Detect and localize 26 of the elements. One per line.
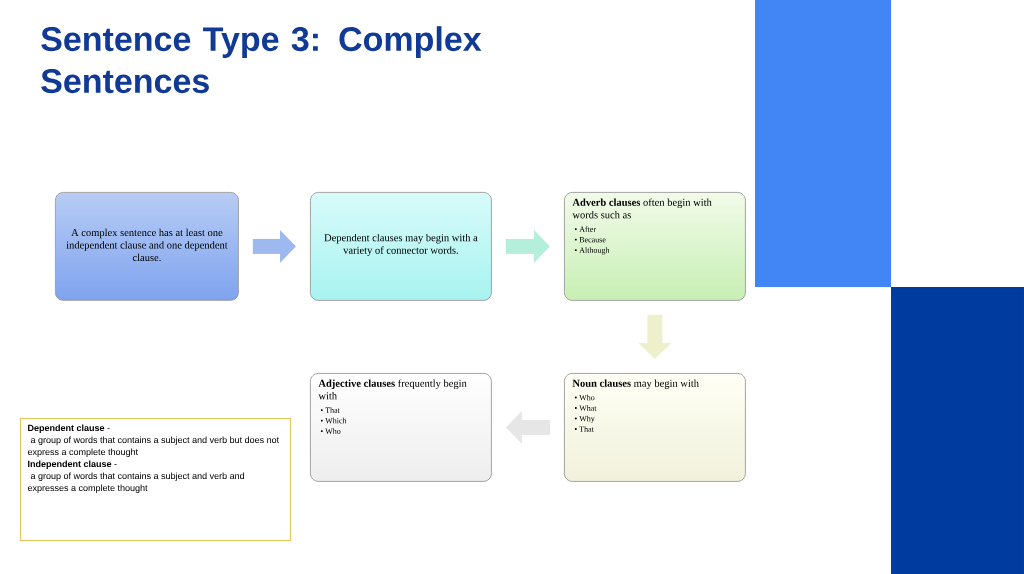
bullet-item: • What xyxy=(574,405,597,411)
definition: a group of words that contains a subject and verb but does not express a complete thought xyxy=(27,436,280,457)
box-text: A complex sentence has at least one independent clause and one dependent clause. xyxy=(66,228,228,262)
bullet-item: • Because xyxy=(574,237,606,243)
definition-box xyxy=(20,418,291,541)
bullet-item: • That xyxy=(574,426,594,432)
title: Sentence Type 3: Complex Sentences xyxy=(41,26,482,94)
bullet-item: • That xyxy=(320,407,340,413)
bullet-item: • Which xyxy=(320,417,347,424)
box-heading: Noun clauses may begin with xyxy=(572,379,699,389)
bullet-item: • Who xyxy=(574,394,595,401)
term: Independent clause - xyxy=(28,460,117,469)
box-heading: Adverb clauses often begin with words such as xyxy=(572,198,712,219)
bullet-item: • Why xyxy=(574,415,595,423)
bullet-item: • After xyxy=(574,226,596,232)
process-box xyxy=(564,192,746,301)
process-box xyxy=(310,373,492,482)
bullet-item: • Although xyxy=(574,247,610,255)
definition: a group of words that contains a subject and verb and expresses a complete thought xyxy=(27,472,245,493)
box-text: Dependent clauses may begin with a variety of connector words. xyxy=(324,233,478,256)
process-box xyxy=(310,192,492,301)
box-heading: Adjective clauses frequently begin with xyxy=(318,379,467,400)
process-box xyxy=(55,192,239,301)
bullet-item: • Who xyxy=(320,428,341,434)
term: Dependent clause - xyxy=(28,424,110,433)
process-box xyxy=(564,373,746,482)
